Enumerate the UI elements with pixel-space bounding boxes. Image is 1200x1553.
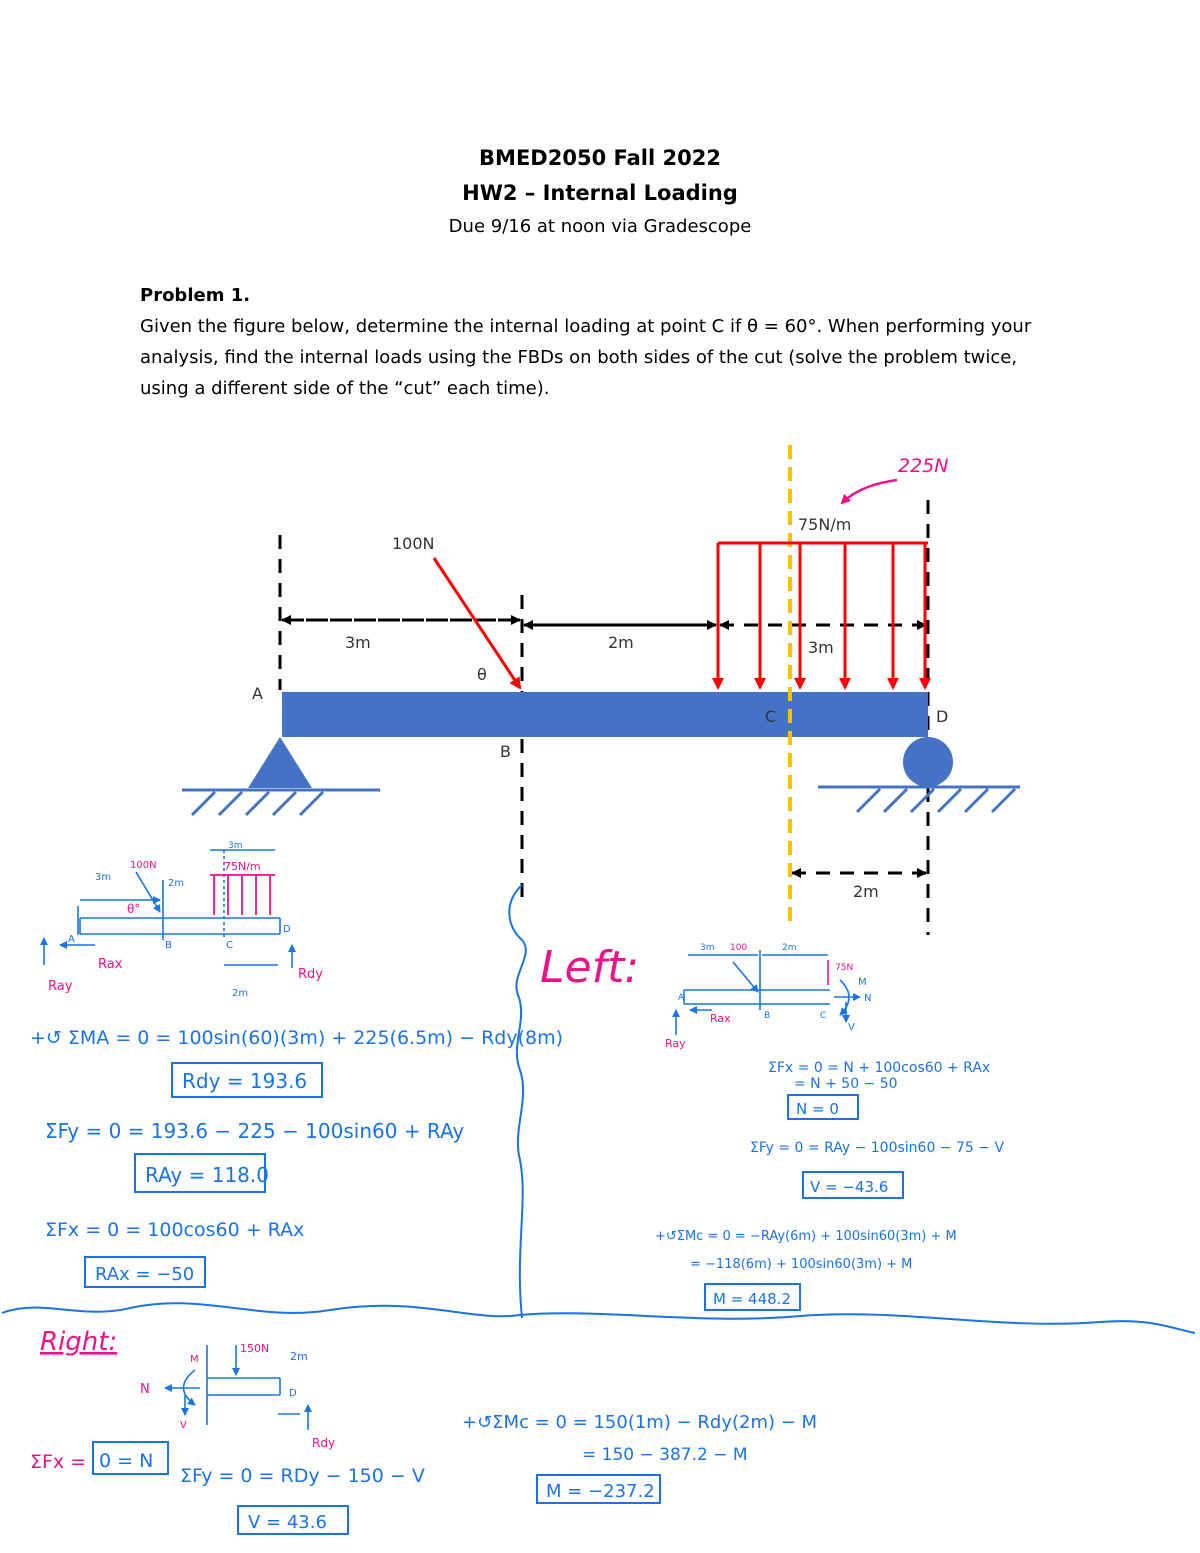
right-fbd-m: M — [190, 1354, 199, 1365]
dim-bc-label: 2m — [608, 633, 634, 652]
result-rax: RAx = −50 — [95, 1264, 194, 1285]
left-fbd-force: 100 — [730, 943, 747, 953]
point-b-label: B — [500, 742, 511, 761]
right-fbd-dim: 2m — [290, 1350, 308, 1363]
right-eq-moment: +↺ΣMc = 0 = 150(1m) − Rdy(2m) − M — [462, 1412, 817, 1433]
gfbd-rdy: Rdy — [298, 967, 323, 982]
left-fbd-dim2: 2m — [782, 943, 797, 953]
horizontal-divider — [1, 1302, 1196, 1334]
right-eq-moment-cont: = 150 − 387.2 − M — [582, 1445, 748, 1465]
box-left-m — [704, 1283, 801, 1311]
left-fbd-n: N — [864, 993, 871, 1004]
eq-sum-fy: ΣFy = 0 = 193.6 − 225 − 100sin60 + RAy — [45, 1119, 464, 1143]
eq-sum-moment-a: +↺ ΣMA = 0 = 100sin(60)(3m) + 225(6.5m) … — [30, 1027, 563, 1049]
roller-support — [818, 737, 1020, 814]
gfbd-force: 100N — [130, 860, 157, 871]
right-fbd-v: V — [180, 1420, 187, 1431]
point-d-label: D — [936, 707, 948, 726]
left-fbd-load: 75N — [835, 963, 853, 973]
resultant-pointer — [840, 478, 898, 505]
gfbd-ray: Ray — [48, 979, 73, 994]
left-result-n: N = 0 — [796, 1100, 839, 1118]
left-eq-fx-cont: = N + 50 − 50 — [794, 1076, 898, 1092]
dim-load-label: 3m — [808, 638, 834, 657]
pin-support — [182, 737, 380, 817]
right-fbd-rdy: Rdy — [312, 1436, 335, 1450]
box-rax — [84, 1256, 206, 1288]
gfbd-rax: Rax — [98, 957, 123, 972]
gfbd-dim-2m: 2m — [168, 878, 184, 889]
left-fbd-point-a: A — [678, 993, 685, 1003]
left-result-v: V = −43.6 — [810, 1178, 888, 1196]
right-result-m: M = −237.2 — [546, 1481, 655, 1502]
box-left-n — [787, 1094, 859, 1120]
homework-title: HW2 – Internal Loading — [462, 181, 738, 205]
right-eq-fx: ΣFx = — [30, 1451, 86, 1473]
box-ray — [134, 1153, 266, 1193]
global-fbd-sketch: 3m 2m 3m 75N/m 100N θ° A B C D Rax Ray R… — [40, 841, 323, 999]
gfbd-angle: θ° — [127, 902, 140, 916]
right-fbd-sketch: 150N 2m N M V D Rdy — [140, 1342, 335, 1450]
gfbd-point-b: B — [165, 940, 172, 951]
left-eq-moment-cont: = −118(6m) + 100sin60(3m) + M — [690, 1257, 912, 1272]
left-eq-moment: +↺ΣMc = 0 = −RAy(6m) + 100sin60(3m) + M — [655, 1229, 957, 1244]
point-a-label: A — [252, 684, 263, 703]
vertical-divider — [508, 884, 527, 1319]
left-fbd-sketch: 3m 2m 100 A B C Rax Ray 75N N V M — [665, 943, 871, 1050]
left-fbd-ray: Ray — [665, 1037, 686, 1050]
gfbd-point-a: A — [68, 934, 75, 945]
point-force-arrow — [432, 557, 522, 690]
right-fbd-n: N — [140, 1382, 150, 1397]
problem-title: Problem 1. — [140, 285, 251, 306]
left-eq-fx: ΣFx = 0 = N + 100cos60 + RAx — [768, 1060, 990, 1076]
right-result-n: 0 = N — [99, 1450, 153, 1472]
left-eq-fy: ΣFy = 0 = RAy − 100sin60 − 75 − V — [750, 1140, 1004, 1156]
right-eq-fy: ΣFy = 0 = RDy − 150 − V — [180, 1465, 425, 1487]
left-result-m: M = 448.2 — [713, 1290, 791, 1308]
gfbd-dim-top: 3m — [228, 841, 243, 851]
box-right-m — [536, 1474, 661, 1504]
gfbd-point-d: D — [283, 924, 291, 935]
course-title: BMED2050 Fall 2022 — [479, 146, 721, 170]
point-force-label: 100N — [392, 534, 435, 553]
box-right-v — [237, 1505, 349, 1535]
right-fbd-load: 150N — [240, 1342, 269, 1355]
distributed-load — [712, 541, 931, 690]
box-right-n — [92, 1441, 169, 1475]
dimension-lines — [281, 615, 927, 878]
box-left-v — [802, 1171, 904, 1199]
left-fbd-m: M — [858, 977, 867, 988]
eq-sum-fx: ΣFx = 0 = 100cos60 + RAx — [45, 1219, 304, 1241]
beam — [282, 692, 928, 737]
box-rdy — [171, 1062, 323, 1098]
point-c-label: C — [765, 707, 776, 726]
left-fbd-rax: Rax — [710, 1012, 731, 1025]
right-title: Right: — [40, 1327, 117, 1357]
gfbd-dim-bottom: 2m — [232, 988, 248, 999]
left-fbd-v: V — [848, 1022, 855, 1033]
gfbd-load: 75N/m — [224, 860, 261, 873]
angle-label: θ — [477, 665, 487, 684]
left-fbd-point-b: B — [764, 1011, 770, 1021]
resultant-label: 225N — [898, 455, 948, 477]
gfbd-point-c: C — [226, 940, 233, 951]
distributed-load-label: 75N/m — [798, 515, 851, 534]
right-fbd-point-d: D — [289, 1388, 297, 1399]
result-rdy: Rdy = 193.6 — [182, 1069, 307, 1093]
result-ray: RAy = 118.0 — [145, 1163, 269, 1187]
left-fbd-dim1: 3m — [700, 943, 715, 953]
dim-ab-label: 3m — [345, 633, 371, 652]
gfbd-dim-3m: 3m — [95, 872, 111, 883]
problem-statement: Problem 1. Given the figure below, deter… — [140, 280, 1070, 404]
right-result-v: V = 43.6 — [248, 1512, 327, 1533]
dim-cd-label: 2m — [853, 882, 879, 901]
due-date: Due 9/16 at noon via Gradescope — [448, 216, 752, 237]
problem-text: Given the figure below, determine the in… — [140, 316, 1032, 399]
left-fbd-point-c: C — [820, 1011, 826, 1021]
left-title: Left: — [540, 942, 639, 993]
